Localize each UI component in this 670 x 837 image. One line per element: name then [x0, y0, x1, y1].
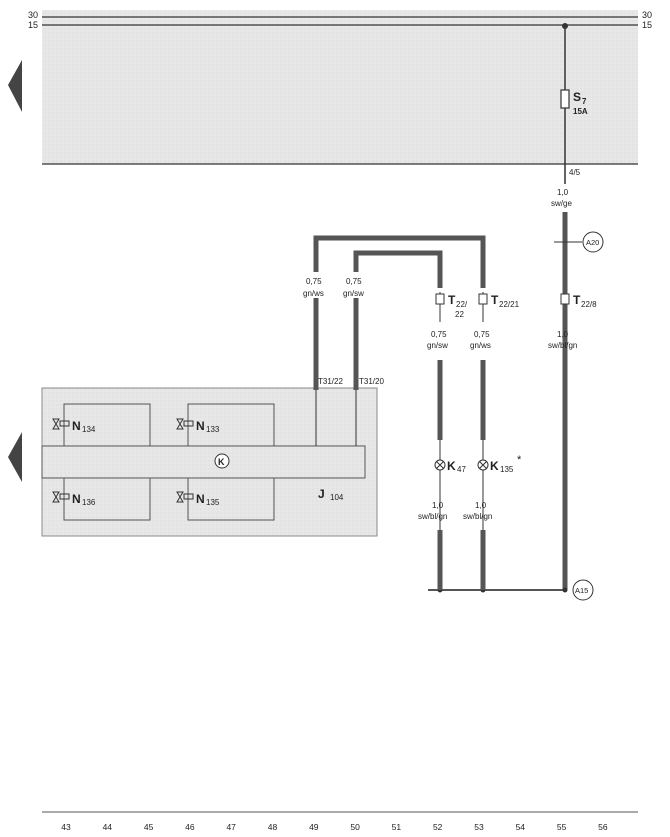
wire-k135-color: sw/bl/gn	[463, 512, 492, 521]
wire-gnws-mid-cs: 0,75	[474, 330, 490, 339]
valve-n133-icon[interactable]	[176, 418, 194, 430]
wire-k135-cs: 1,0	[475, 501, 487, 510]
j104-name: J	[318, 487, 325, 501]
wire-main-mid-cs: 1,0	[557, 330, 569, 339]
t22-21-sub: 22/21	[499, 300, 520, 309]
page-arrow-bottom-icon[interactable]	[8, 432, 22, 482]
lamp-k135-icon[interactable]	[477, 459, 489, 471]
grid-number: 45	[144, 822, 154, 832]
grid-number: 47	[226, 822, 236, 832]
t22-22-name: T	[448, 293, 456, 307]
grid-number: 53	[474, 822, 484, 832]
t22-22-sub2: 22	[455, 310, 464, 319]
wire-gnws-left-cs: 0,75	[306, 277, 322, 286]
wire-k47-color: sw/bl/gn	[418, 512, 447, 521]
t22-8-sub: 22/8	[581, 300, 597, 309]
grid-numbers: 43 44 45 46 47 48 49 50 51 52 53 54 55 56	[61, 822, 608, 832]
label-bg-1	[302, 272, 332, 298]
t22-8-name: T	[573, 293, 581, 307]
wire-loop-outer	[313, 235, 486, 390]
n134-sub: 134	[82, 425, 96, 434]
grid-number: 43	[61, 822, 71, 832]
grid-number: 50	[350, 822, 360, 832]
grid-number: 55	[557, 822, 567, 832]
n133-name: N	[196, 419, 205, 433]
connector-a20-label: A20	[586, 238, 599, 247]
valve-box-n134	[63, 403, 151, 447]
rail-label-30-right: 30	[642, 10, 652, 20]
k135-name: K	[490, 459, 499, 473]
abs-symbol-glyph: K	[218, 457, 225, 467]
connector-t31-20: T31/20	[359, 377, 384, 386]
grid-number: 51	[392, 822, 402, 832]
wire-gnsw-mid-cs: 0,75	[431, 330, 447, 339]
rail-label-15-right: 15	[642, 20, 652, 30]
wire-main-mid-color: sw/bl/gn	[548, 341, 577, 350]
connector-a20[interactable]	[582, 231, 604, 253]
connector-a15[interactable]	[572, 579, 594, 601]
page-arrow-top-icon[interactable]	[8, 60, 22, 112]
top-band	[42, 10, 638, 164]
wire-gnws-mid-color: gn/ws	[470, 341, 491, 350]
wire-gnws-left-color: gn/ws	[303, 289, 324, 298]
j104-bus	[41, 445, 366, 479]
t22-22-sub: 22/	[456, 300, 468, 309]
grid-number: 48	[268, 822, 278, 832]
n135-sub: 135	[206, 498, 220, 507]
k47-name: K	[447, 459, 456, 473]
connector-t22-21[interactable]	[478, 293, 488, 305]
label-bg-2	[342, 272, 372, 298]
n136-name: N	[72, 492, 81, 506]
connector-a15-label: A15	[575, 586, 588, 595]
rail-label-30-left: 30	[28, 10, 38, 20]
fuse-label: S	[573, 90, 581, 104]
connector-t22-22[interactable]	[435, 293, 445, 305]
abs-symbol-icon	[214, 453, 230, 469]
valve-box-n133	[187, 403, 275, 447]
n135-name: N	[196, 492, 205, 506]
valve-n134-icon[interactable]	[52, 418, 70, 430]
wire-gnsw-mid-color: gn/sw	[427, 341, 448, 350]
j104-sub: 104	[330, 493, 344, 502]
wire-loop-inner	[353, 250, 443, 390]
fuse-s7[interactable]	[560, 89, 570, 109]
fuse-sub: 7	[582, 97, 587, 106]
connector-t31-22: T31/22	[318, 377, 343, 386]
grid-number: 44	[103, 822, 113, 832]
n133-sub: 133	[206, 425, 220, 434]
grid-number: 49	[309, 822, 319, 832]
junction-dot-main	[562, 587, 568, 593]
lamp-k47-icon[interactable]	[434, 459, 446, 471]
grid-number: 52	[433, 822, 443, 832]
valve-n136-icon[interactable]	[52, 491, 70, 503]
n134-name: N	[72, 419, 81, 433]
label-bg-5	[430, 440, 525, 530]
grid-number: 56	[598, 822, 608, 832]
rail-label-15-left: 15	[28, 20, 38, 30]
grid-number: 46	[185, 822, 195, 832]
connector-t22-8[interactable]	[560, 293, 570, 305]
n136-sub: 136	[82, 498, 96, 507]
wire-main-top-color: sw/ge	[551, 199, 572, 208]
wire-gnsw-left-color: gn/sw	[343, 289, 364, 298]
grid-number: 54	[516, 822, 526, 832]
wire-gnsw-left-cs: 0,75	[346, 277, 362, 286]
fuse-rating: 15A	[573, 107, 588, 116]
fuse-pin: 4/5	[569, 168, 581, 177]
k47-sub: 47	[457, 465, 466, 474]
valve-n135-icon[interactable]	[176, 491, 194, 503]
wire-main-top-cs: 1,0	[557, 188, 569, 197]
k135-sub: 135	[500, 465, 514, 474]
t22-21-name: T	[491, 293, 499, 307]
wire-k47-cs: 1,0	[432, 501, 444, 510]
k135-mark: *	[517, 454, 522, 466]
junction-dot-top	[562, 23, 568, 29]
label-bg-4	[469, 288, 521, 360]
